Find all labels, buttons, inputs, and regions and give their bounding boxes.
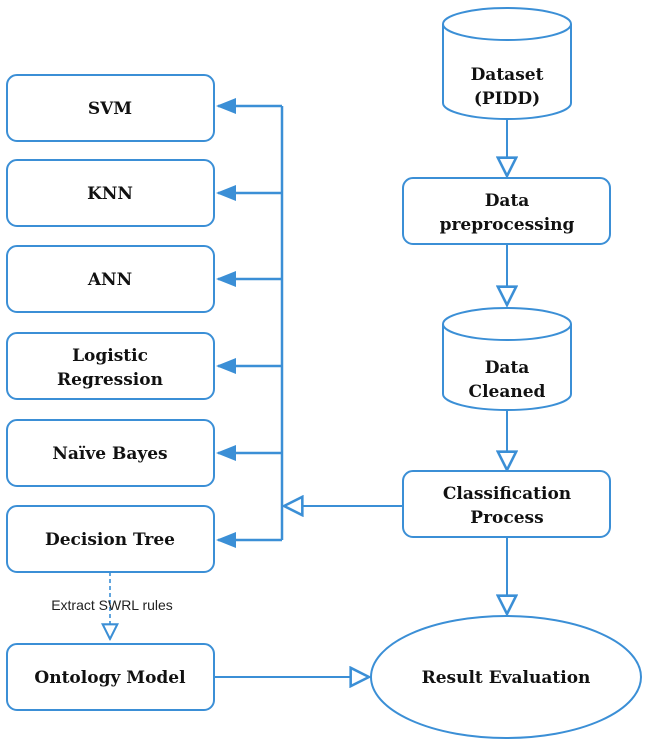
node-svm-label: SVM <box>88 99 132 119</box>
node-ann: ANN <box>6 245 215 313</box>
node-classification-process-line2: Process <box>470 508 543 528</box>
node-decision-tree-label: Decision Tree <box>45 530 175 550</box>
node-ontology-model-label: Ontology Model <box>34 668 186 688</box>
node-logistic-regression: Logistic Regression <box>6 332 215 400</box>
edge-label-extract-swrl-rules: Extract SWRL rules <box>51 597 173 613</box>
node-result-evaluation-label: Result Evaluation <box>422 668 591 688</box>
node-data-cleaned: Data Cleaned <box>442 307 572 411</box>
node-knn: KNN <box>6 159 215 227</box>
node-data-preprocessing-line2: preprocessing <box>440 215 575 235</box>
node-ann-label: ANN <box>87 270 132 290</box>
node-data-cleaned-line2: Cleaned <box>469 382 546 402</box>
node-data-cleaned-line1: Data <box>485 358 530 378</box>
node-logistic-regression-line2: Regression <box>57 370 163 390</box>
node-svm: SVM <box>6 74 215 142</box>
node-classification-process: Classification Process <box>402 470 611 538</box>
node-classification-process-line1: Classification <box>443 484 571 504</box>
node-ontology-model: Ontology Model <box>6 643 215 711</box>
node-dataset-line1: Dataset <box>471 65 544 85</box>
node-knn-label: KNN <box>87 184 133 204</box>
node-logistic-regression-line1: Logistic <box>72 346 148 366</box>
node-data-preprocessing-line1: Data <box>485 191 530 211</box>
node-dataset-line2: (PIDD) <box>474 89 540 109</box>
node-result-evaluation: Result Evaluation <box>370 615 642 739</box>
node-decision-tree: Decision Tree <box>6 505 215 573</box>
node-dataset: Dataset (PIDD) <box>442 7 572 120</box>
node-data-preprocessing: Data preprocessing <box>402 177 611 245</box>
node-naive-bayes: Naïve Bayes <box>6 419 215 487</box>
node-naive-bayes-label: Naïve Bayes <box>52 444 167 464</box>
